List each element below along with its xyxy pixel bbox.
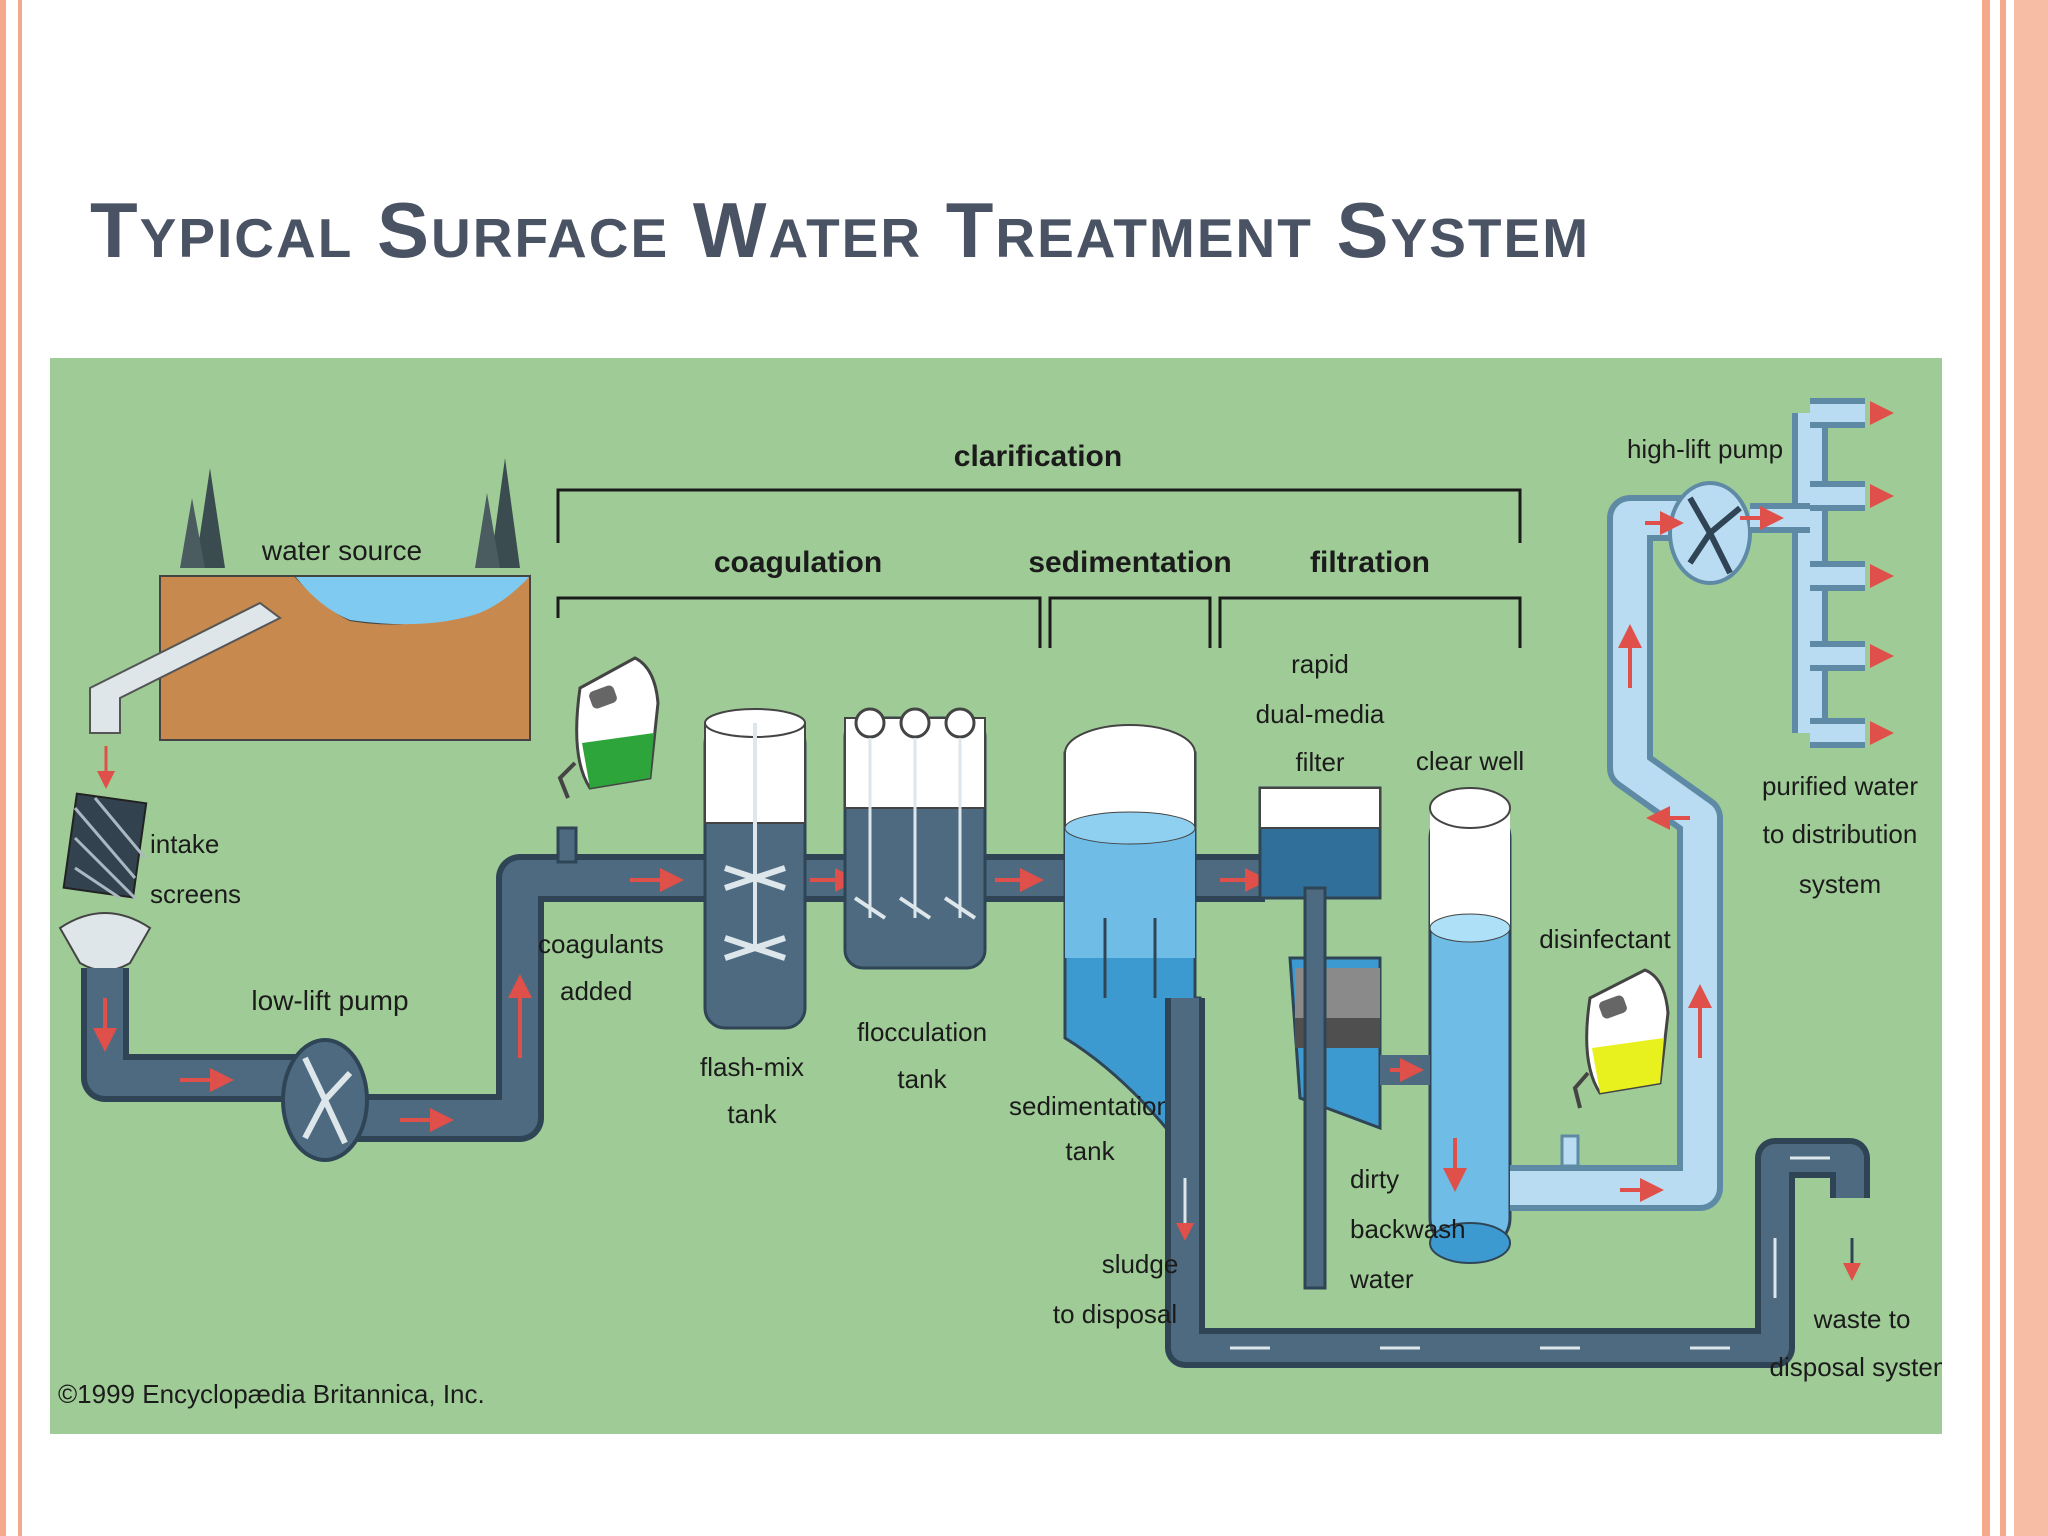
label-flash-mix-2: tank	[727, 1099, 777, 1129]
label-intake-2: screens	[150, 879, 241, 909]
slide-title: Typical Surface Water Treatment System	[90, 186, 1591, 274]
waste-flow-arrows	[1176, 1156, 1830, 1350]
low-lift-pump	[281, 1038, 369, 1162]
label-purified-2: to distribution	[1763, 819, 1918, 849]
label-clear-well: clear well	[1416, 746, 1524, 776]
label-filter-2: dual-media	[1256, 699, 1385, 729]
label-flocculation-1: flocculation	[857, 1017, 987, 1047]
label-sed-tank-2: tank	[1065, 1136, 1115, 1166]
label-sludge-2: to disposal	[1053, 1299, 1177, 1329]
label-filtration: filtration	[1310, 546, 1430, 579]
high-lift-pump	[1668, 481, 1752, 585]
label-waste-1: waste to	[1813, 1304, 1911, 1334]
label-sedimentation: sedimentation	[1028, 546, 1231, 579]
label-sludge-1: sludge	[1102, 1249, 1179, 1279]
label-coagulation: coagulation	[714, 546, 882, 579]
label-flocculation-2: tank	[897, 1064, 947, 1094]
flash-mix-tank	[703, 708, 807, 1030]
water-treatment-diagram: clarification coagulation sedimentation …	[50, 358, 1942, 1434]
label-intake-1: intake	[150, 829, 219, 859]
label-waste-2: disposal system	[1770, 1352, 1942, 1382]
label-water-source: water source	[261, 535, 422, 566]
disinfectant-jug	[1560, 968, 1670, 1168]
clear-well	[1380, 787, 1512, 1264]
flocculation-tank	[843, 707, 987, 970]
label-coagulants-2: added	[560, 976, 632, 1006]
label-flash-mix-1: flash-mix	[700, 1052, 804, 1082]
sedimentation-tank	[1063, 724, 1202, 1160]
left-border	[0, 0, 22, 1536]
raw-flow-arrows	[93, 868, 1269, 1132]
label-sed-tank-1: sedimentation	[1009, 1091, 1171, 1121]
label-clarification: clarification	[954, 440, 1122, 473]
label-low-lift-pump: low-lift pump	[251, 985, 408, 1016]
label-purified-1: purified water	[1762, 771, 1918, 801]
label-backwash-1: dirty	[1350, 1164, 1399, 1194]
stage-brackets	[556, 488, 1522, 648]
label-backwash-3: water	[1349, 1264, 1414, 1294]
label-purified-3: system	[1799, 869, 1881, 899]
diagram-svg: clarification coagulation sedimentation …	[50, 358, 1942, 1434]
rapid-dual-media-filter	[1258, 786, 1382, 1290]
right-border	[1968, 0, 2048, 1536]
copyright-text: ©1999 Encyclopædia Britannica, Inc.	[58, 1379, 485, 1409]
water-source	[89, 458, 531, 741]
label-high-lift-pump: high-lift pump	[1627, 434, 1783, 464]
treated-flow-arrows	[1390, 401, 1894, 1202]
label-coagulants-1: coagulants	[538, 929, 664, 959]
coagulant-jug	[557, 656, 660, 799]
label-disinfectant: disinfectant	[1539, 924, 1671, 954]
label-filter-1: rapid	[1291, 649, 1349, 679]
label-filter-3: filter	[1295, 747, 1344, 777]
label-backwash-2: backwash	[1350, 1214, 1466, 1244]
